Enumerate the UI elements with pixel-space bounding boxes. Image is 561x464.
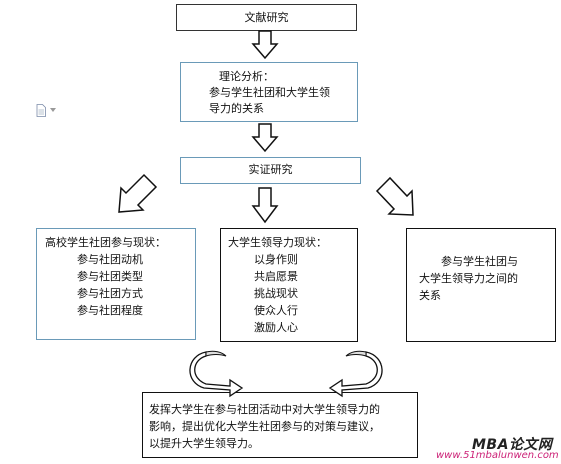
node-literature-label: 文献研究 — [244, 11, 289, 24]
curved-arrow-icon — [189, 350, 244, 398]
leadership-title: 大学生领导力现状： — [228, 236, 327, 249]
leadership-item: 挑战现状 — [254, 287, 298, 300]
participation-item: 参与社团方式 — [77, 287, 143, 300]
leadership-item: 激励人心 — [254, 321, 298, 334]
node-empirical-research: 实证研究 — [180, 157, 361, 184]
leadership-item: 以身作则 — [254, 253, 298, 266]
participation-item: 参与社团类型 — [77, 270, 143, 283]
curved-arrow-icon — [328, 350, 383, 398]
participation-title: 高校学生社团参与现状： — [45, 236, 166, 249]
node-conclusion: 发挥大学生在参与社团活动中对大学生领导力的 影响，提出优化大学生社团参与的对策与… — [142, 392, 418, 458]
down-arrow-icon — [251, 187, 279, 224]
leadership-item: 使众人行 — [254, 304, 298, 317]
theory-line-2: 参与学生社团和大学生领 — [209, 86, 330, 99]
node-literature-research: 文献研究 — [176, 4, 357, 31]
down-right-arrow-icon — [375, 176, 414, 216]
node-leadership-status: 大学生领导力现状： 以身作则 共启愿景 挑战现状 使众人行 激励人心 — [220, 228, 358, 342]
theory-line-3: 导力的关系 — [209, 102, 264, 115]
leadership-item: 共启愿景 — [254, 270, 298, 283]
node-participation-status: 高校学生社团参与现状： 参与社团动机 参与社团类型 参与社团方式 参与社团程度 — [36, 228, 196, 340]
watermark-url: www.51mbalunwen.com — [436, 450, 559, 461]
relationship-line-3: 关系 — [419, 289, 441, 302]
document-icon — [36, 104, 46, 117]
participation-item: 参与社团动机 — [77, 253, 143, 266]
node-relationship: 参与学生社团与 大学生领导力之间的 关系 — [406, 228, 556, 342]
node-empirical-label: 实证研究 — [248, 163, 293, 176]
down-left-arrow-icon — [118, 173, 158, 213]
down-arrow-icon — [251, 123, 279, 153]
conclusion-line-1: 发挥大学生在参与社团活动中对大学生领导力的 — [149, 403, 380, 416]
participation-item: 参与社团程度 — [77, 304, 143, 317]
down-arrow-icon — [251, 30, 279, 60]
relationship-line-2: 大学生领导力之间的 — [419, 272, 518, 285]
dropdown-caret-icon — [50, 108, 56, 112]
theory-line-1: 理论分析： — [219, 70, 274, 83]
node-theory-analysis: 理论分析： 参与学生社团和大学生领 导力的关系 — [180, 62, 358, 122]
relationship-line-1: 参与学生社团与 — [441, 255, 518, 268]
watermark-brand: MBA论文网 — [472, 437, 553, 453]
conclusion-line-3: 以提升大学生领导力。 — [149, 437, 259, 450]
conclusion-line-2: 影响，提出优化大学生社团参与的对策与建议， — [149, 420, 380, 433]
